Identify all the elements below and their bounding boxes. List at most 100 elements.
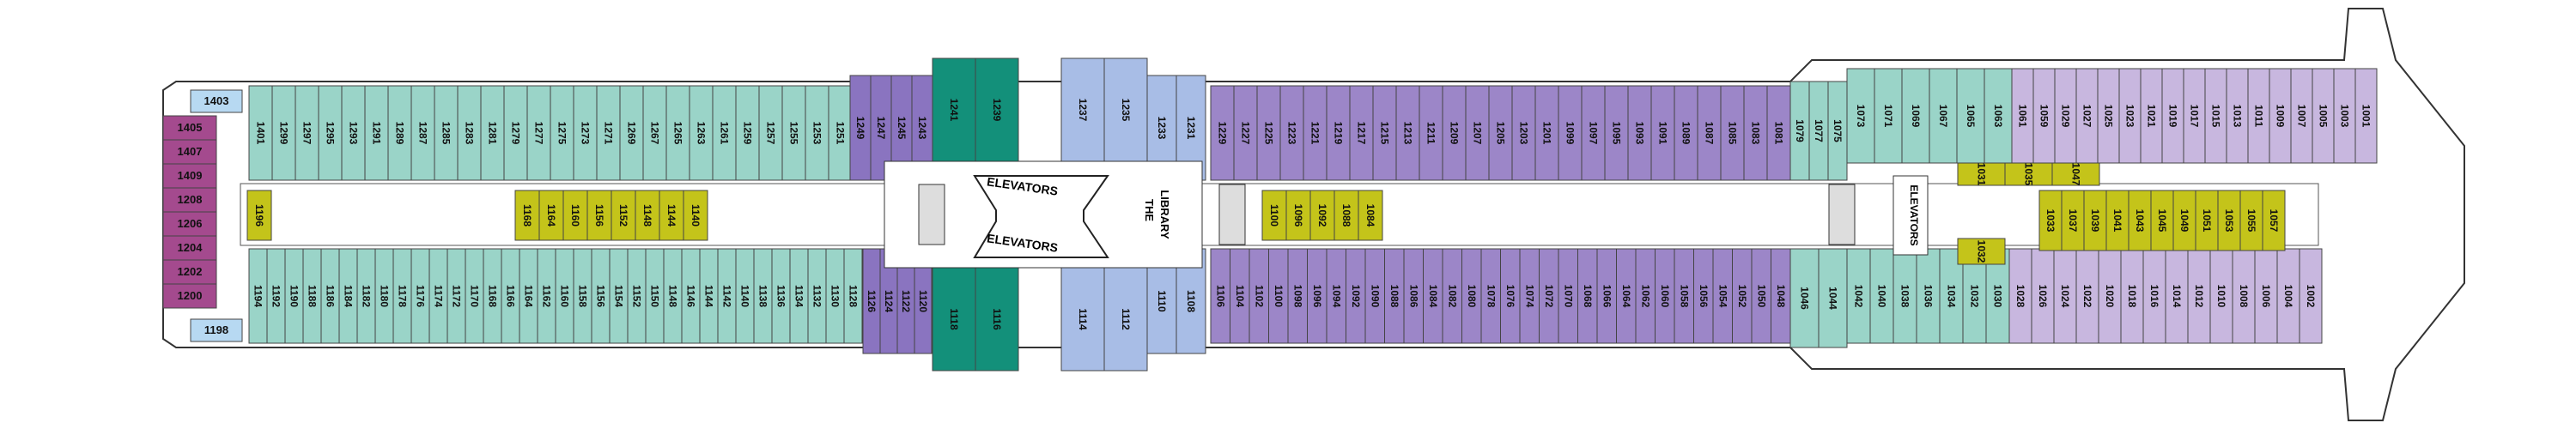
cabin-1091[interactable]: 1091 bbox=[1650, 85, 1675, 181]
cabin-1160[interactable]: 1160 bbox=[562, 190, 588, 241]
cabin-1261[interactable]: 1261 bbox=[712, 85, 737, 181]
cabin-1259[interactable]: 1259 bbox=[735, 85, 760, 181]
cabin-1299[interactable]: 1299 bbox=[271, 85, 296, 181]
cabin-1003[interactable]: 1003 bbox=[2333, 68, 2356, 164]
cabin-1172[interactable]: 1172 bbox=[447, 248, 466, 344]
cabin-1024[interactable]: 1024 bbox=[2053, 248, 2077, 344]
cabin-1023[interactable]: 1023 bbox=[2118, 68, 2142, 164]
cabin-1215[interactable]: 1215 bbox=[1372, 85, 1397, 181]
cabin-1164[interactable]: 1164 bbox=[519, 248, 538, 344]
cabin-1156[interactable]: 1156 bbox=[586, 190, 612, 241]
cabin-1158[interactable]: 1158 bbox=[573, 248, 592, 344]
cabin-1020[interactable]: 1020 bbox=[2098, 248, 2122, 344]
cabin-1140[interactable]: 1140 bbox=[683, 190, 708, 241]
cabin-1086[interactable]: 1086 bbox=[1403, 248, 1424, 344]
cabin-1067[interactable]: 1067 bbox=[1929, 68, 1958, 164]
cabin-1082[interactable]: 1082 bbox=[1442, 248, 1462, 344]
cabin-1053[interactable]: 1053 bbox=[2217, 190, 2241, 251]
cabin-1188[interactable]: 1188 bbox=[302, 248, 322, 344]
cabin-1088[interactable]: 1088 bbox=[1334, 190, 1359, 241]
cabin-1084[interactable]: 1084 bbox=[1423, 248, 1443, 344]
cabin-1055[interactable]: 1055 bbox=[2239, 190, 2263, 251]
cabin-1026[interactable]: 1026 bbox=[2031, 248, 2055, 344]
cabin-1297[interactable]: 1297 bbox=[295, 85, 319, 181]
cabin-1164[interactable]: 1164 bbox=[538, 190, 564, 241]
cabin-1047[interactable]: 1047 bbox=[2051, 162, 2100, 186]
cabin-1051[interactable]: 1051 bbox=[2195, 190, 2219, 251]
cabin-1001[interactable]: 1001 bbox=[2354, 68, 2378, 164]
cabin-1036[interactable]: 1036 bbox=[1916, 248, 1941, 344]
cabin-1049[interactable]: 1049 bbox=[2172, 190, 2196, 251]
cabin-1205[interactable]: 1205 bbox=[1488, 85, 1513, 181]
cabin-1008[interactable]: 1008 bbox=[2232, 248, 2256, 344]
cabin-1088[interactable]: 1088 bbox=[1384, 248, 1405, 344]
cabin-1012[interactable]: 1012 bbox=[2187, 248, 2211, 344]
cabin-1138[interactable]: 1138 bbox=[753, 248, 773, 344]
cabin-1180[interactable]: 1180 bbox=[374, 248, 394, 344]
cabin-1094[interactable]: 1094 bbox=[1326, 248, 1346, 344]
cabin-1100[interactable]: 1100 bbox=[1261, 190, 1287, 241]
cabin-1035[interactable]: 1035 bbox=[2004, 162, 2053, 186]
cabin-1186[interactable]: 1186 bbox=[320, 248, 340, 344]
cabin-1152[interactable]: 1152 bbox=[611, 190, 636, 241]
cabin-1072[interactable]: 1072 bbox=[1539, 248, 1559, 344]
cabin-1097[interactable]: 1097 bbox=[1581, 85, 1606, 181]
cabin-1273[interactable]: 1273 bbox=[573, 85, 598, 181]
cabin-1013[interactable]: 1013 bbox=[2226, 68, 2249, 164]
cabin-1209[interactable]: 1209 bbox=[1442, 85, 1467, 181]
cabin-1066[interactable]: 1066 bbox=[1596, 248, 1617, 344]
cabin-1079[interactable]: 1079 bbox=[1789, 81, 1810, 181]
cabin-1170[interactable]: 1170 bbox=[465, 248, 484, 344]
cabin-1265[interactable]: 1265 bbox=[665, 85, 690, 181]
cabin-1095[interactable]: 1095 bbox=[1604, 85, 1629, 181]
cabin-1293[interactable]: 1293 bbox=[341, 85, 366, 181]
cabin-1136[interactable]: 1136 bbox=[771, 248, 791, 344]
cabin-1409[interactable]: 1409 bbox=[162, 163, 217, 189]
cabin-1022[interactable]: 1022 bbox=[2075, 248, 2099, 344]
cabin-1007[interactable]: 1007 bbox=[2290, 68, 2313, 164]
cabin-1077[interactable]: 1077 bbox=[1808, 81, 1829, 181]
cabin-1041[interactable]: 1041 bbox=[2105, 190, 2129, 251]
cabin-1200[interactable]: 1200 bbox=[162, 283, 217, 309]
cabin-1166[interactable]: 1166 bbox=[501, 248, 520, 344]
cabin-1130[interactable]: 1130 bbox=[825, 248, 845, 344]
cabin-1019[interactable]: 1019 bbox=[2161, 68, 2184, 164]
cabin-1271[interactable]: 1271 bbox=[596, 85, 621, 181]
cabin-1033[interactable]: 1033 bbox=[2038, 190, 2063, 251]
cabin-1146[interactable]: 1146 bbox=[681, 248, 701, 344]
cabin-1148[interactable]: 1148 bbox=[663, 248, 683, 344]
cabin-1203[interactable]: 1203 bbox=[1511, 85, 1536, 181]
cabin-1011[interactable]: 1011 bbox=[2247, 68, 2270, 164]
cabin-1241[interactable]: 1241 bbox=[932, 57, 976, 162]
cabin-1174[interactable]: 1174 bbox=[428, 248, 448, 344]
cabin-1057[interactable]: 1057 bbox=[2262, 190, 2286, 251]
cabin-1021[interactable]: 1021 bbox=[2140, 68, 2163, 164]
cabin-1090[interactable]: 1090 bbox=[1364, 248, 1385, 344]
cabin-1070[interactable]: 1070 bbox=[1558, 248, 1578, 344]
cabin-1018[interactable]: 1018 bbox=[2120, 248, 2144, 344]
cabin-1407[interactable]: 1407 bbox=[162, 139, 217, 165]
cabin-1122[interactable]: 1122 bbox=[896, 248, 915, 354]
cabin-1040[interactable]: 1040 bbox=[1869, 248, 1894, 344]
cabin-1257[interactable]: 1257 bbox=[758, 85, 783, 181]
cabin-1096[interactable]: 1096 bbox=[1285, 190, 1311, 241]
cabin-1401[interactable]: 1401 bbox=[248, 85, 273, 181]
cabin-1060[interactable]: 1060 bbox=[1655, 248, 1675, 344]
cabin-1120[interactable]: 1120 bbox=[914, 248, 933, 354]
cabin-1204[interactable]: 1204 bbox=[162, 235, 217, 261]
cabin-1237[interactable]: 1237 bbox=[1060, 57, 1105, 162]
cabin-1279[interactable]: 1279 bbox=[503, 85, 528, 181]
cabin-1192[interactable]: 1192 bbox=[266, 248, 286, 344]
cabin-1043[interactable]: 1043 bbox=[2128, 190, 2152, 251]
cabin-1104[interactable]: 1104 bbox=[1230, 248, 1250, 344]
cabin-1168[interactable]: 1168 bbox=[514, 190, 540, 241]
cabin-1140[interactable]: 1140 bbox=[735, 248, 755, 344]
cabin-1071[interactable]: 1071 bbox=[1874, 68, 1903, 164]
cabin-1031[interactable]: 1031 bbox=[1957, 162, 2006, 186]
cabin-1037[interactable]: 1037 bbox=[2061, 190, 2085, 251]
cabin-1009[interactable]: 1009 bbox=[2269, 68, 2292, 164]
cabin-1061[interactable]: 1061 bbox=[2011, 68, 2034, 164]
cabin-1005[interactable]: 1005 bbox=[2312, 68, 2335, 164]
cabin-1221[interactable]: 1221 bbox=[1303, 85, 1327, 181]
cabin-1196[interactable]: 1196 bbox=[246, 190, 272, 241]
